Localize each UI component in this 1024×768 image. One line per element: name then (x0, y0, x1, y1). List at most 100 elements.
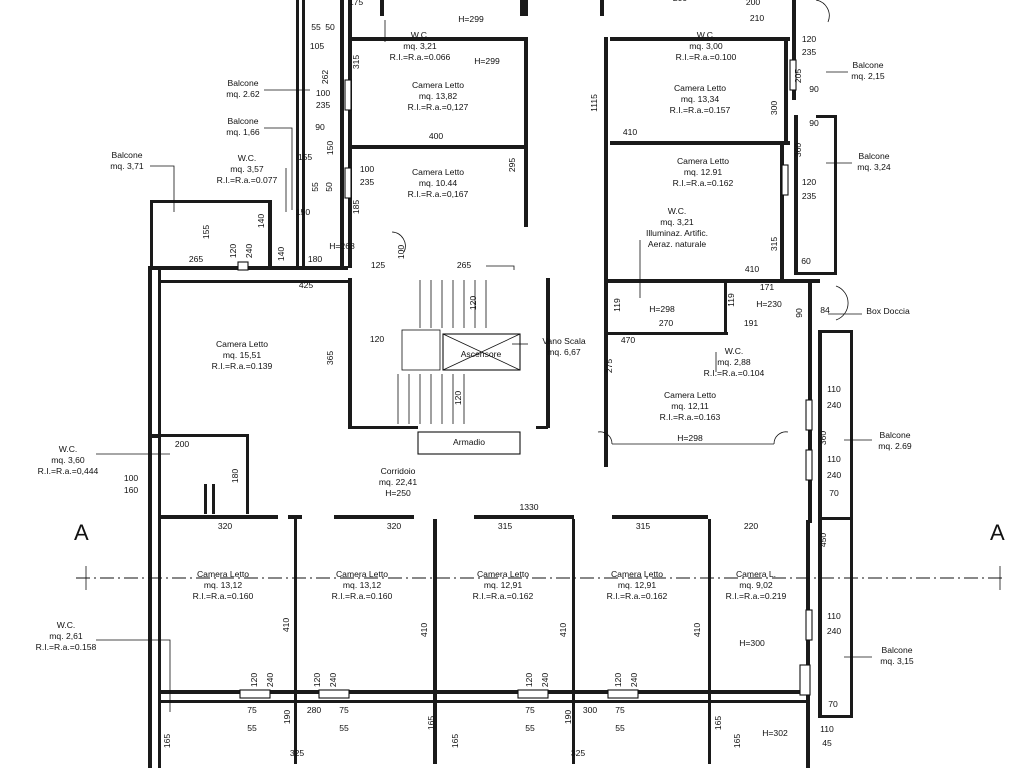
room-r18-line: mq. 12,91 (618, 580, 656, 590)
walls (148, 0, 853, 768)
dimension-d10: 400 (429, 131, 444, 141)
dimension-d93: 410 (745, 264, 760, 274)
dimension-d110: 450 (818, 533, 828, 548)
dimension-d83: 205 (793, 69, 803, 84)
room-r19-line: R.I.=R.a.=0.219 (726, 591, 787, 601)
misc-labels: Box DocciaAscensoreArmadioH=299H=299H=26… (329, 14, 910, 738)
dimension-d112: 240 (827, 626, 842, 636)
dimension-d58: 55 (247, 723, 257, 733)
dimension-d50: 240 (265, 673, 275, 688)
dimension-d71: 165 (732, 734, 742, 749)
dimension-d23: 240 (244, 244, 254, 259)
dimension-d12: 155 (298, 152, 313, 162)
dimension-d40: 320 (218, 521, 233, 531)
dimension-d25: 100 (396, 245, 406, 260)
room-r18-line: R.I.=R.a.=0.162 (607, 591, 668, 601)
dimension-d104: 110 (827, 384, 841, 394)
dimension-d4: 105 (310, 41, 325, 51)
dimension-d36: 180 (230, 469, 240, 484)
dimension-d45: 410 (281, 618, 291, 633)
room-r15-line: Camera Letto (197, 569, 249, 579)
room-r3-line: Camera Letto (412, 167, 464, 177)
dimension-d11: 150 (325, 141, 335, 156)
room-r12-line: mq. 12,11 (671, 401, 709, 411)
dimension-d16: 55 (310, 182, 320, 192)
dimension-d38: 160 (124, 485, 139, 495)
room-r11-line: mq. 2,88 (717, 357, 751, 367)
balcony-b3-line: Balcone (111, 150, 142, 160)
dimension-d96: 119 (612, 298, 622, 312)
dimension-d67: 300 (583, 705, 598, 715)
dimension-d109: 70 (829, 488, 839, 498)
dimension-d94: 60 (801, 256, 811, 266)
room-r1-line: mq. 3,21 (403, 41, 437, 51)
balcony-b5-line: Balcone (858, 151, 889, 161)
dimension-d14: 100 (360, 164, 375, 174)
dimension-d102: 470 (621, 335, 636, 345)
dimension-d64: 75 (525, 705, 535, 715)
room-r6-line: R.I.=R.a.=0.162 (673, 178, 734, 188)
room-r2-line: Camera Letto (412, 80, 464, 90)
dimension-d81: 120 (802, 34, 817, 44)
room-r7-line: W.C. (668, 206, 687, 216)
dimension-d91: 235 (802, 191, 817, 201)
room-r16-line: Camera Letto (336, 569, 388, 579)
room-r13-line: mq. 3,60 (51, 455, 85, 465)
room-r8-line: R.I.=R.a.=0.077 (217, 175, 278, 185)
balcony-b7-line: Balcone (881, 645, 912, 655)
room-r6-line: Camera Letto (677, 156, 729, 166)
dimension-d57: 75 (247, 705, 257, 715)
dimension-d105: 240 (827, 400, 842, 410)
dimension-d103: 275 (604, 359, 614, 374)
balcony-b4-line: mq. 2,15 (851, 71, 885, 81)
stair-treads (397, 280, 487, 424)
dimension-d13: 295 (507, 158, 517, 173)
label-l2: Ascensore (461, 349, 502, 359)
label-l10: H=300 (739, 638, 765, 648)
room-r14-line: mq. 22,41 (379, 477, 417, 487)
room-r4-line: mq. 3,00 (689, 41, 723, 51)
dimension-d52: 240 (328, 673, 338, 688)
dimension-d107: 110 (827, 454, 841, 464)
room-r4-line: W.C. (697, 30, 716, 40)
room-r19-line: Camera L. (736, 569, 776, 579)
room-r9-line: mq. 15,51 (223, 350, 261, 360)
room-r6-line: mq. 12.91 (684, 167, 722, 177)
room-r7-line: mq. 3,21 (660, 217, 694, 227)
room-r2-line: mq. 13,82 (419, 91, 457, 101)
dimension-d106: 360 (818, 431, 828, 446)
dimension-d76: 110 (820, 724, 834, 734)
balcony-b7-line: mq. 3,15 (880, 656, 914, 666)
dimension-d44: 220 (744, 521, 759, 531)
dimension-d28: 125 (371, 260, 386, 270)
dimension-d85: 300 (769, 101, 779, 116)
dimension-d41: 320 (387, 521, 402, 531)
dimension-d59: 190 (282, 710, 292, 725)
room-r20-line: mq. 2,61 (49, 631, 83, 641)
dimension-d98: 90 (794, 308, 804, 318)
label-l4: H=299 (458, 14, 484, 24)
dimension-d32: 120 (370, 334, 385, 344)
dimension-d30: 425 (299, 280, 314, 290)
dimension-d15: 235 (360, 177, 375, 187)
dimension-d46: 410 (419, 623, 429, 638)
dimension-d6: 262 (320, 70, 330, 85)
dimension-d84: 90 (809, 84, 819, 94)
dimension-d65: 55 (525, 723, 535, 733)
dimension-d48: 410 (692, 623, 702, 638)
dimension-d74: 165 (162, 734, 172, 749)
room-r5-line: Camera Letto (674, 83, 726, 93)
dimension-d42: 315 (498, 521, 513, 531)
label-l6: H=268 (329, 241, 355, 251)
room-r17-line: Camera Letto (477, 569, 529, 579)
room-r1-line: R.I.=R.a.=0.066 (390, 52, 451, 62)
room-r2-line: R.I.=R.a.=0,127 (408, 102, 469, 112)
room-r13-line: W.C. (59, 444, 78, 454)
room-r19-line: mq. 9,02 (739, 580, 773, 590)
room-r14-line: Corridoio (381, 466, 416, 476)
room-r12-line: R.I.=R.a.=0.163 (660, 412, 721, 422)
dimension-d17: 50 (324, 182, 334, 192)
